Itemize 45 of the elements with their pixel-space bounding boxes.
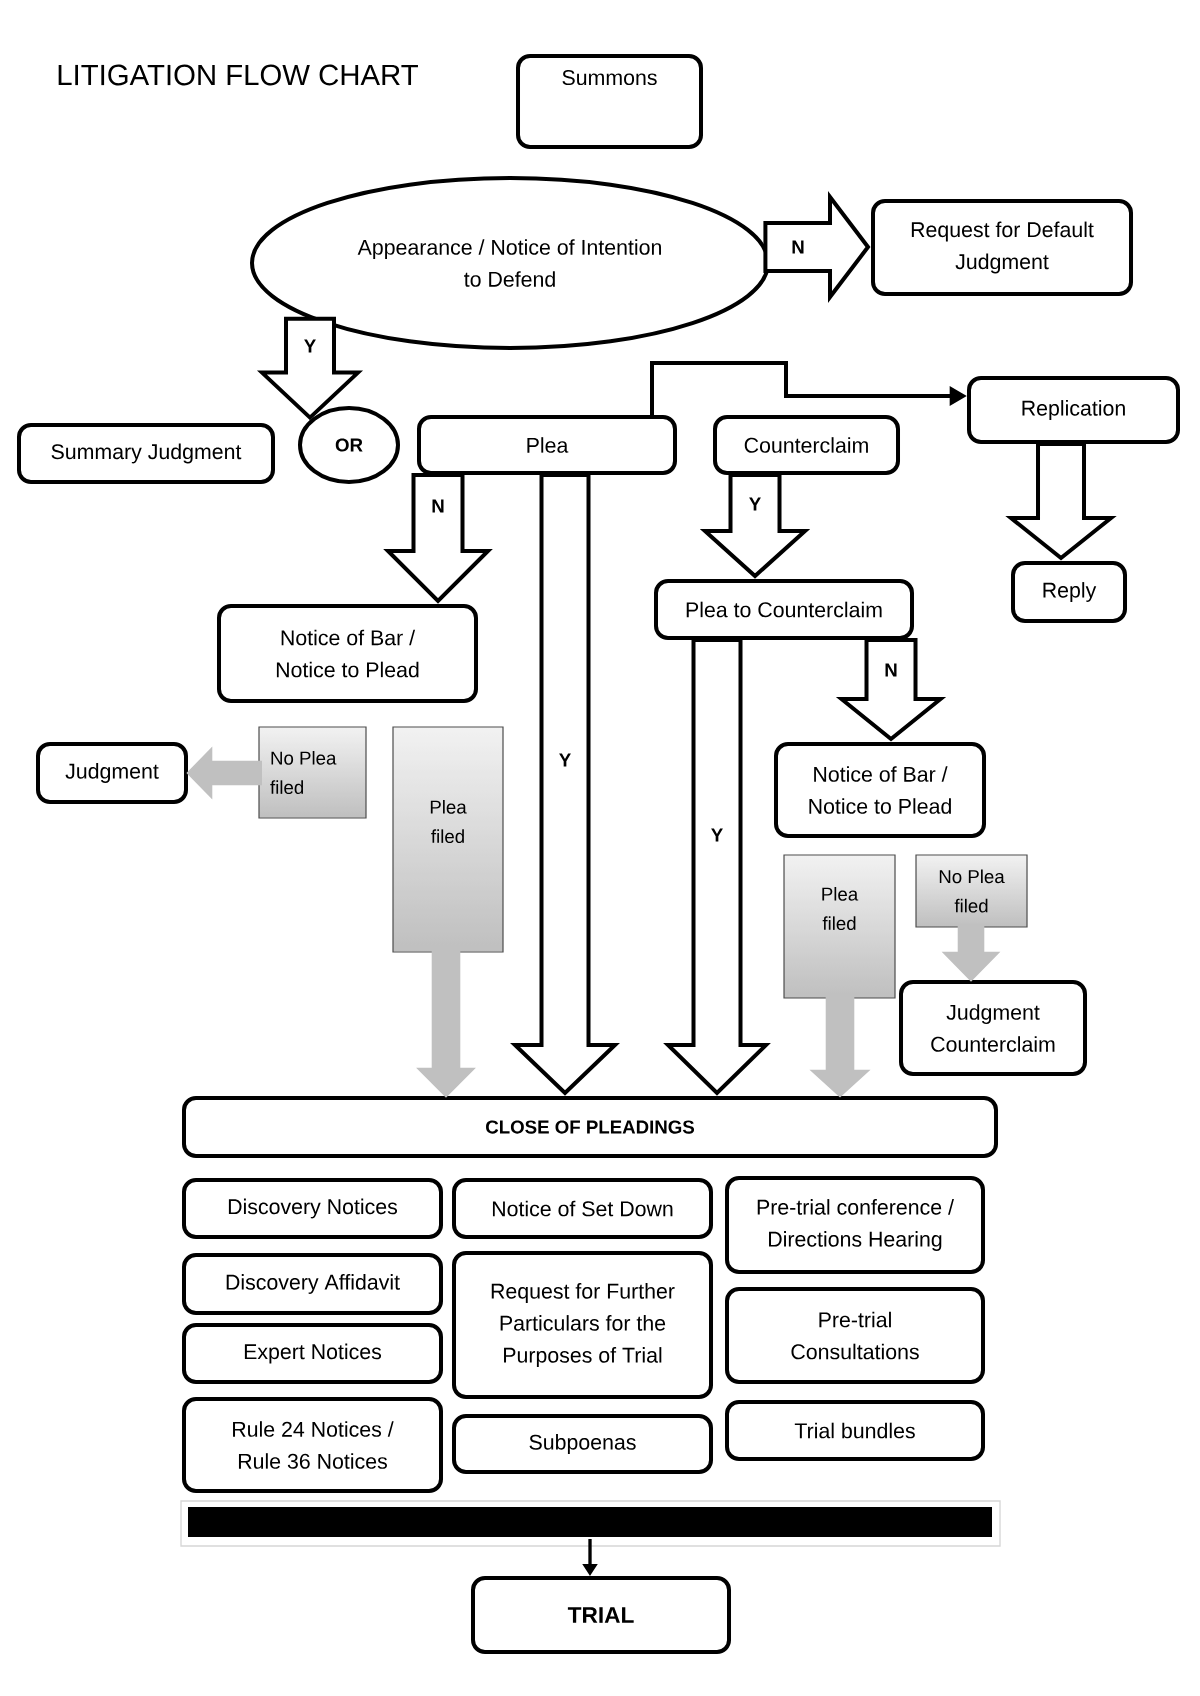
block-arrow bbox=[1005, 442, 1117, 561]
process-box: Summary Judgment bbox=[17, 423, 275, 484]
callout-box: Plea filed bbox=[783, 854, 896, 999]
callout-box: No Plea filed bbox=[915, 854, 1028, 928]
block-arrow bbox=[941, 923, 1001, 982]
block-arrow bbox=[510, 473, 620, 1096]
process-box: Plea to Counterclaim bbox=[654, 579, 914, 640]
process-box: Pre-trial conference / Directions Hearing bbox=[725, 1176, 985, 1274]
process-box: Replication bbox=[967, 376, 1180, 444]
block-arrow bbox=[416, 948, 476, 1098]
process-box: Pre-trial Consultations bbox=[725, 1287, 985, 1384]
process-box: Summons bbox=[516, 54, 703, 149]
process-box: Notice of Bar / Notice to Plead bbox=[217, 604, 478, 703]
process-box: Counterclaim bbox=[713, 415, 900, 475]
block-arrow bbox=[835, 638, 947, 742]
callout-box: No Plea filed bbox=[258, 726, 367, 819]
edge-label: Y bbox=[709, 827, 725, 843]
block-arrow bbox=[663, 638, 771, 1096]
process-box: Discovery Notices bbox=[182, 1178, 443, 1239]
merge-bar bbox=[180, 1500, 1001, 1547]
process-box: TRIAL bbox=[471, 1576, 731, 1654]
callout-box: Plea filed bbox=[392, 726, 504, 953]
edge-label: Y bbox=[557, 752, 573, 768]
process-box: Subpoenas bbox=[452, 1414, 713, 1474]
process-box: Trial bundles bbox=[725, 1400, 985, 1461]
process-box: Judgment bbox=[36, 742, 188, 804]
block-arrow bbox=[383, 473, 493, 604]
process-box: Rule 24 Notices / Rule 36 Notices bbox=[182, 1397, 443, 1493]
process-box: CLOSE OF PLEADINGS bbox=[182, 1096, 998, 1158]
process-box: Expert Notices bbox=[182, 1323, 443, 1384]
chart-title: LITIGATION FLOW CHART bbox=[58, 64, 418, 86]
process-box: Request for Default Judgment bbox=[871, 199, 1133, 296]
process-box: Reply bbox=[1011, 561, 1127, 623]
block-arrow bbox=[186, 746, 263, 800]
process-box: Discovery Affidavit bbox=[182, 1253, 443, 1315]
process-box: Request for Further Particulars for the Purposes of Trial bbox=[452, 1251, 713, 1399]
process-box: Judgment Counterclaim bbox=[899, 980, 1087, 1076]
block-arrow bbox=[763, 191, 871, 303]
block-arrow bbox=[809, 994, 871, 1098]
block-arrow bbox=[699, 473, 811, 579]
block-arrow bbox=[256, 316, 364, 421]
edge-label: Y bbox=[747, 496, 763, 512]
process-box: Notice of Bar / Notice to Plead bbox=[774, 742, 986, 838]
process-box: Plea bbox=[417, 415, 677, 475]
process-box: Notice of Set Down bbox=[452, 1178, 713, 1239]
